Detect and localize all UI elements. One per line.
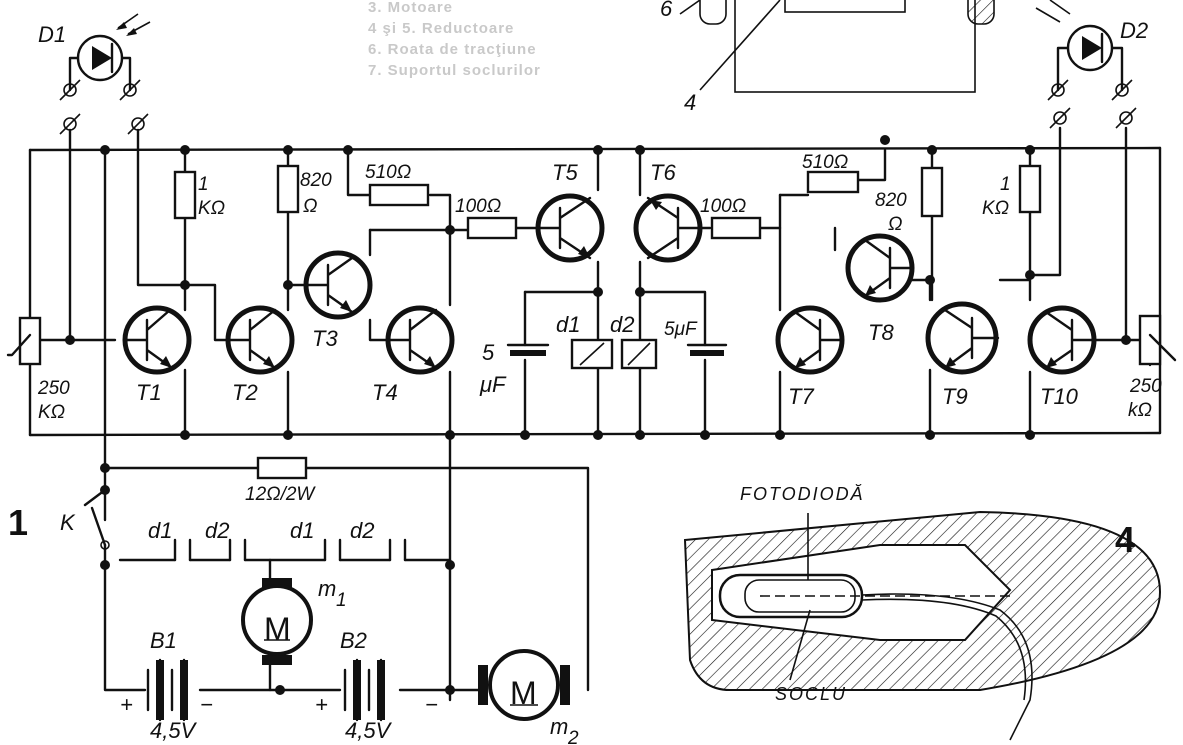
photodiode-d2: D2 [1035, 0, 1148, 92]
label-r8-value: 1 [1000, 174, 1011, 195]
label-r7-value: 820 [875, 190, 907, 211]
label-m1-sub: 1 [336, 590, 347, 611]
label-r2-value: 820 [300, 170, 332, 191]
label-c1-unit: μF [479, 372, 507, 397]
label-r1-value: 1 [198, 174, 209, 195]
label-m1: m [318, 576, 336, 601]
transistor-t2 [225, 305, 295, 375]
label-socket: SOCLU [775, 684, 847, 704]
label-pot-left-value: 250 [37, 378, 70, 399]
resistors [6, 164, 1177, 480]
label-relay-d1: d1 [556, 312, 580, 337]
label-b2-minus: − [425, 692, 438, 717]
label-contact-d1-b: d1 [290, 518, 314, 543]
label-t7: T7 [788, 384, 814, 409]
label-t8: T8 [868, 320, 894, 345]
figure-legend: 3. Motoare 4 şi 5. Reductoare 6. Roata d… [368, 0, 541, 79]
label-r1-unit: KΩ [198, 198, 225, 219]
label-t5: T5 [552, 160, 578, 185]
label-photodiode: FOTODIODĂ [740, 484, 865, 504]
photodiode-d1: D1 [38, 13, 151, 92]
transistor-t6 [633, 193, 703, 263]
label-m2: m [550, 714, 568, 739]
transistor-t3 [303, 250, 373, 320]
transistor-t5 [535, 193, 605, 263]
label-t1: T1 [136, 380, 162, 405]
label-r7-unit: Ω [888, 214, 902, 235]
label-m2-sub: 2 [567, 728, 579, 745]
label-t9: T9 [942, 384, 968, 409]
legend-line-4: 7. Suportul soclurilor [368, 62, 541, 79]
transistors [122, 193, 1097, 375]
label-pot-right-unit: kΩ [1128, 400, 1152, 421]
junction-dots [65, 135, 1131, 695]
legend-line-1: 3. Motoare [368, 0, 453, 16]
label-r6: 510Ω [802, 152, 848, 173]
label-d2: D2 [1120, 18, 1148, 43]
top-figure-fragment: 6 4 [660, 0, 995, 115]
motor-m2 [478, 649, 570, 721]
label-b1-plus: + [120, 692, 133, 717]
label-6: 6 [660, 0, 673, 21]
label-pot-left-unit: KΩ [38, 402, 65, 423]
label-c2: 5μF [664, 319, 698, 340]
label-relay-d2: d2 [610, 312, 634, 337]
capacitors-relays [506, 338, 728, 370]
label-r3: 510Ω [365, 162, 411, 183]
label-r5: 100Ω [700, 196, 746, 217]
photodiode-socket-drawing [683, 510, 1162, 741]
transistor-t4 [385, 305, 455, 375]
switch-k [83, 488, 110, 550]
label-battery-b1: B1 [150, 628, 177, 653]
label-t3: T3 [312, 326, 338, 351]
label-b1-minus: − [200, 692, 213, 717]
label-t2: T2 [232, 380, 258, 405]
label-c1-value: 5 [482, 340, 495, 365]
label-battery-b2: B2 [340, 628, 367, 653]
label-contact-d2-a: d2 [205, 518, 229, 543]
label-r4: 100Ω [455, 196, 501, 217]
label-contact-d1-a: d1 [148, 518, 172, 543]
transistor-t9 [925, 301, 1000, 375]
label-4-top: 4 [684, 90, 696, 115]
transistor-t10 [1027, 305, 1097, 375]
label-contact-d2-b: d2 [350, 518, 374, 543]
label-supply-resistor: 12Ω/2W [245, 484, 316, 505]
label-switch-k: K [60, 510, 76, 535]
component-labels: 1 KΩ 820 Ω 510Ω 100Ω 100Ω 510Ω 820 Ω 1 K… [8, 152, 1162, 745]
batteries [146, 658, 385, 722]
label-battery-b1-voltage: 4,5V [150, 718, 198, 743]
figure-number-1: 1 [8, 502, 28, 543]
label-pot-right-value: 250 [1129, 376, 1162, 397]
label-r2-unit: Ω [303, 196, 317, 217]
transistor-t7 [775, 305, 845, 375]
label-t4: T4 [372, 380, 398, 405]
label-motor-m1-symbol: M [264, 611, 291, 647]
terminals [59, 79, 1137, 135]
legend-line-2: 4 şi 5. Reductoare [368, 20, 514, 37]
label-t6: T6 [650, 160, 676, 185]
transistor-t1 [122, 305, 192, 375]
label-r8-unit: KΩ [982, 198, 1009, 219]
motor-m1 [241, 578, 313, 665]
label-b2-plus: + [315, 692, 328, 717]
label-battery-b2-voltage: 4,5V [345, 718, 393, 743]
label-d1: D1 [38, 22, 66, 47]
label-t10: T10 [1040, 384, 1079, 409]
legend-line-3: 6. Roata de tracţiune [368, 41, 537, 58]
label-motor-m2-symbol: M [510, 675, 537, 711]
transistor-t8 [845, 233, 915, 303]
figure-number-4: 4 [1115, 519, 1135, 560]
